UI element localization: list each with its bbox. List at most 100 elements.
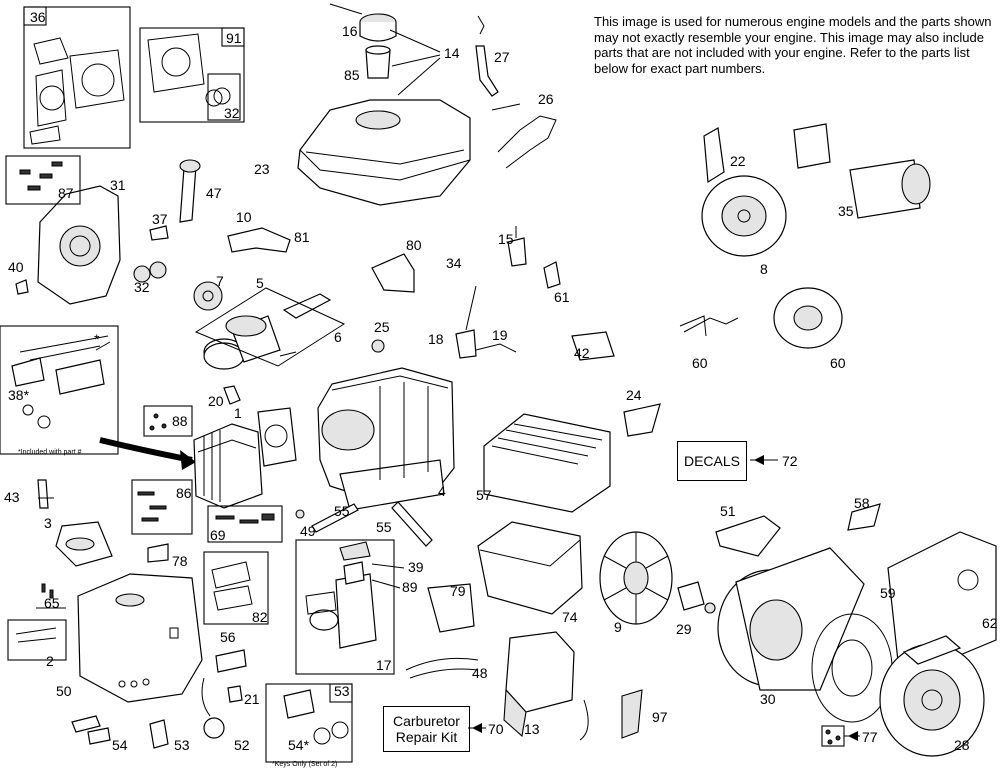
fuel-cap-group bbox=[329, 3, 397, 79]
callout-59: 59 bbox=[880, 585, 896, 601]
callout-32-bearing: 32 bbox=[134, 279, 150, 295]
callout-1: 1 bbox=[234, 405, 242, 421]
callout-19: 19 bbox=[492, 327, 508, 343]
callout-79: 79 bbox=[450, 583, 466, 599]
callout-8: 8 bbox=[760, 261, 768, 277]
callout-18: 18 bbox=[428, 331, 444, 347]
callout-97: 97 bbox=[652, 709, 668, 725]
callout-29: 29 bbox=[676, 621, 692, 637]
starter-motor bbox=[793, 123, 931, 219]
callout-20: 20 bbox=[208, 393, 224, 409]
callout-15: 15 bbox=[498, 231, 514, 247]
diagram-note: This image is used for numerous engine m… bbox=[594, 14, 992, 76]
callout-39: 39 bbox=[408, 559, 424, 575]
callout-53: 53 bbox=[174, 737, 190, 753]
callout-62: 62 bbox=[982, 615, 998, 631]
callout-28: 28 bbox=[954, 737, 970, 753]
callout-81: 81 bbox=[294, 229, 310, 245]
callout-47: 47 bbox=[206, 185, 222, 201]
carburetor-repair-kit-box: Carburetor Repair Kit bbox=[383, 706, 470, 752]
callout-54-star: 54* bbox=[288, 737, 310, 753]
callout-25: 25 bbox=[374, 319, 390, 335]
callout-26: 26 bbox=[538, 91, 554, 107]
callout-3: 3 bbox=[44, 515, 52, 531]
callout-69: 69 bbox=[210, 527, 226, 543]
callout-55-rod: 55 bbox=[376, 519, 392, 535]
callout-74: 74 bbox=[562, 609, 578, 625]
callout-61: 61 bbox=[554, 289, 570, 305]
callout-50: 50 bbox=[56, 683, 72, 699]
callout-6: 6 bbox=[334, 329, 342, 345]
callout-13: 13 bbox=[524, 721, 540, 737]
callout-56: 56 bbox=[220, 629, 236, 645]
callout-35: 35 bbox=[838, 203, 854, 219]
keys-footnote: *Keys Only (Set of 2) bbox=[272, 761, 337, 768]
callout-37: 37 bbox=[152, 211, 168, 227]
callout-72: 72 bbox=[782, 453, 798, 469]
piston-assembly bbox=[203, 293, 332, 370]
callout-9: 9 bbox=[614, 619, 622, 635]
kit-footnote: *Included with part # bbox=[18, 449, 82, 456]
callout-31: 31 bbox=[110, 177, 126, 193]
callout-53-box: 53 bbox=[334, 683, 350, 699]
flywheel-fan bbox=[599, 531, 673, 625]
decals-box: DECALS bbox=[677, 441, 747, 481]
cylinder-head bbox=[193, 423, 263, 509]
valve-kit-star: * bbox=[94, 331, 100, 347]
callout-17: 17 bbox=[376, 657, 392, 673]
callout-40: 40 bbox=[8, 259, 24, 275]
callout-34: 34 bbox=[446, 255, 462, 271]
gasket-kit-36 bbox=[23, 6, 131, 149]
callout-57: 57 bbox=[476, 487, 492, 503]
blower-housing bbox=[717, 547, 865, 691]
callout-89: 89 bbox=[402, 579, 418, 595]
callout-48: 48 bbox=[472, 665, 488, 681]
callout-42: 42 bbox=[574, 345, 590, 361]
callout-65: 65 bbox=[44, 595, 60, 611]
callout-2: 2 bbox=[46, 653, 54, 669]
callout-5: 5 bbox=[256, 275, 264, 291]
callout-36: 36 bbox=[30, 9, 46, 25]
fuel-tank bbox=[297, 99, 471, 206]
callout-80: 80 bbox=[406, 237, 422, 253]
callout-14: 14 bbox=[444, 45, 460, 61]
callout-27: 27 bbox=[494, 49, 510, 65]
callout-55-stud: 55 bbox=[334, 503, 350, 519]
engine-block bbox=[317, 367, 455, 511]
decals-label: DECALS bbox=[683, 453, 741, 469]
callout-21: 21 bbox=[244, 691, 260, 707]
callout-51: 51 bbox=[720, 503, 736, 519]
callout-4: 4 bbox=[438, 483, 446, 499]
callout-38: 38* bbox=[8, 387, 30, 403]
callout-10: 10 bbox=[236, 209, 252, 225]
control-panel bbox=[77, 573, 203, 703]
callout-30: 30 bbox=[760, 691, 776, 707]
callout-54: 54 bbox=[112, 737, 128, 753]
callout-78: 78 bbox=[172, 553, 188, 569]
callout-22: 22 bbox=[730, 153, 746, 169]
muffler bbox=[483, 413, 611, 513]
callout-88: 88 bbox=[172, 413, 188, 429]
callout-60-coil: 60 bbox=[692, 355, 708, 371]
callout-60-alternator: 60 bbox=[830, 355, 846, 371]
callout-77: 77 bbox=[862, 729, 878, 745]
callout-70: 70 bbox=[488, 721, 504, 737]
callout-85: 85 bbox=[344, 67, 360, 83]
callout-24: 24 bbox=[626, 387, 642, 403]
carburetor-repair-kit-label: Carburetor Repair Kit bbox=[393, 713, 460, 745]
recoil-starter bbox=[879, 635, 985, 757]
callout-91: 91 bbox=[226, 30, 242, 46]
callout-23: 23 bbox=[254, 161, 270, 177]
callout-32-gasket: 32 bbox=[224, 105, 240, 121]
callout-16: 16 bbox=[342, 23, 358, 39]
callout-52: 52 bbox=[234, 737, 250, 753]
callout-49: 49 bbox=[300, 523, 316, 539]
callout-43: 43 bbox=[4, 489, 20, 505]
crankcase-cover bbox=[37, 185, 121, 305]
callout-7: 7 bbox=[216, 273, 224, 289]
callout-82: 82 bbox=[252, 609, 268, 625]
gasket-kit-91 bbox=[139, 27, 245, 123]
callout-58: 58 bbox=[854, 495, 870, 511]
